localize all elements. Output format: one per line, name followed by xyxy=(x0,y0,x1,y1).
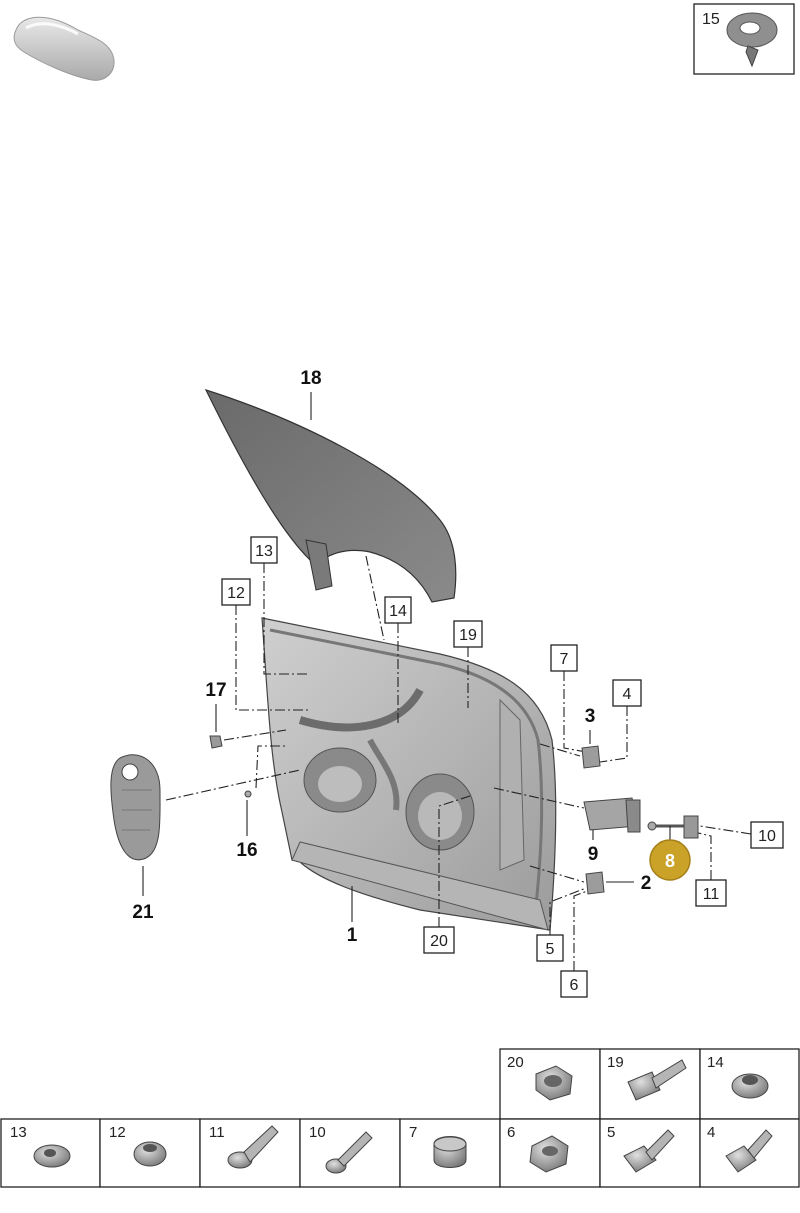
label-16: 16 xyxy=(236,840,257,861)
cap-7-icon xyxy=(433,1136,467,1168)
svg-text:4: 4 xyxy=(623,686,632,703)
callout-12: 12 xyxy=(221,578,310,711)
svg-text:12: 12 xyxy=(227,585,245,602)
table-cell-label: 10 xyxy=(309,1124,326,1141)
callout-7: 7 xyxy=(550,644,587,753)
callout-4: 4 xyxy=(599,679,642,763)
table-cell-label: 11 xyxy=(209,1124,225,1141)
table-cell-label: 20 xyxy=(507,1054,524,1071)
table-cell-label: 13 xyxy=(10,1124,27,1141)
label-18: 18 xyxy=(300,368,321,389)
svg-text:7: 7 xyxy=(560,651,569,668)
table-cell-label: 6 xyxy=(507,1124,515,1141)
callout-11: 11 xyxy=(693,831,727,907)
label-21: 21 xyxy=(132,902,154,923)
plug-16-part xyxy=(244,790,252,798)
callout-10: 10 xyxy=(699,821,784,849)
door-cap-part xyxy=(110,754,161,861)
svg-text:5: 5 xyxy=(546,941,555,958)
label-8: 8 xyxy=(665,851,675,871)
callout-6: 6 xyxy=(560,889,591,998)
label-3: 3 xyxy=(585,706,596,727)
hex-nut-6-icon xyxy=(529,1135,569,1173)
highlighted-part-8-marker[interactable]: 8 xyxy=(649,826,691,881)
vehicle-silhouette-icon xyxy=(13,16,115,81)
door-check-part xyxy=(583,797,641,833)
table-cell-label: 12 xyxy=(109,1124,126,1141)
callout-14: 14 xyxy=(384,596,412,724)
grommet-14-icon xyxy=(731,1073,769,1099)
table-cell-label: 5 xyxy=(607,1124,615,1141)
label-17: 17 xyxy=(205,680,226,701)
clip-nut-12-icon xyxy=(133,1141,167,1167)
grommet-15-icon xyxy=(726,12,778,68)
lower-hinge-part xyxy=(585,871,605,895)
clip-nut-13-icon xyxy=(33,1144,71,1168)
bolt-10-icon xyxy=(325,1131,373,1174)
bolt-11-icon xyxy=(227,1125,279,1169)
label-2: 2 xyxy=(641,873,652,894)
svg-text:14: 14 xyxy=(389,603,407,620)
label-9: 9 xyxy=(588,844,599,865)
label-1: 1 xyxy=(347,925,358,946)
hex-bolt-5-icon xyxy=(623,1129,675,1173)
upper-hinge-part xyxy=(581,745,601,769)
torx-bolt-4-icon xyxy=(725,1129,773,1173)
svg-text:19: 19 xyxy=(459,627,477,644)
bolt-19-icon xyxy=(627,1059,687,1101)
flange-nut-20-icon xyxy=(535,1065,573,1101)
table-cell-label: 4 xyxy=(707,1124,715,1141)
clip-17-part xyxy=(209,735,223,749)
callout-15-box: 15 xyxy=(693,3,795,75)
callout-19: 19 xyxy=(453,620,483,708)
callout-13: 13 xyxy=(250,536,308,675)
callout-5: 5 xyxy=(536,887,587,962)
table-cell-label: 14 xyxy=(707,1054,724,1071)
svg-text:20: 20 xyxy=(430,933,448,950)
svg-text:10: 10 xyxy=(758,828,776,845)
svg-text:11: 11 xyxy=(703,886,720,903)
parts-table: 20 19 14 13 12 11 10 7 6 5 4 xyxy=(0,1048,800,1188)
svg-text:6: 6 xyxy=(570,977,579,994)
window-glass-part xyxy=(204,388,457,603)
table-cell-label: 19 xyxy=(607,1054,624,1071)
svg-text:13: 13 xyxy=(255,543,273,560)
striker-part xyxy=(647,815,699,839)
door-shell-part xyxy=(261,617,557,931)
table-cell-label: 7 xyxy=(409,1124,417,1141)
callout-15-label: 15 xyxy=(702,11,720,28)
callout-20: 20 xyxy=(423,795,471,954)
